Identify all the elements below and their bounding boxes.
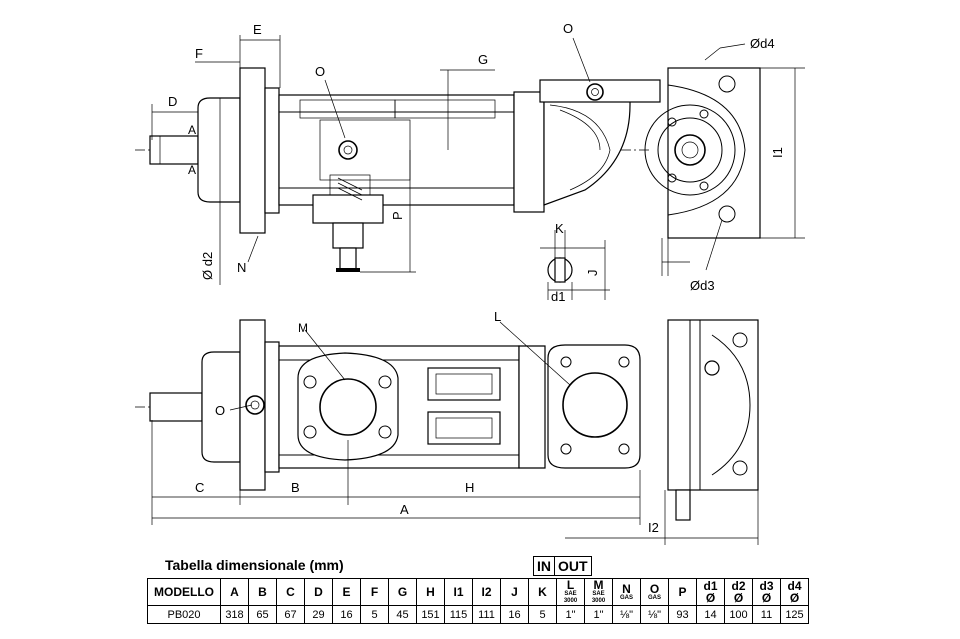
table-cell: 1" (584, 605, 613, 624)
table-header-10: I2 (472, 578, 501, 606)
table-header-12: K (528, 578, 557, 606)
hatching (337, 177, 363, 201)
label-d4: Ød4 (750, 36, 775, 51)
label-d3: Ød3 (690, 278, 715, 293)
in-out-header: IN OUT (533, 556, 592, 576)
label-G: G (478, 52, 488, 67)
table-cell: PB020 (147, 605, 221, 624)
label-A-section-2: A (188, 163, 196, 177)
label-A-section-1: A (188, 123, 196, 137)
table-cell: 11 (752, 605, 781, 624)
label-E: E (253, 22, 262, 37)
table-cell: 318 (220, 605, 249, 624)
table-header-2: B (248, 578, 277, 606)
table-header-3: C (276, 578, 305, 606)
label-F: F (195, 46, 203, 61)
table-header-7: G (388, 578, 417, 606)
label-O-mid: O (315, 64, 325, 79)
table-cell: 29 (304, 605, 333, 624)
label-A-dimension: A (400, 502, 409, 517)
label-C: C (195, 480, 204, 495)
label-B: B (291, 480, 300, 495)
table-cell: 45 (388, 605, 417, 624)
side-view (135, 67, 661, 272)
table-cell: 5 (360, 605, 389, 624)
table-cell: 100 (724, 605, 753, 624)
table-cell: 5 (528, 605, 557, 624)
label-I2: I2 (648, 520, 659, 535)
table-header-1: A (220, 578, 249, 606)
label-I1: I1 (770, 147, 785, 158)
table-cell: ⅛" (640, 605, 669, 624)
label-P: P (390, 211, 405, 220)
dimension-labels: E F G O O O D A A P Ø d2 N K J d1 Ød4 I1… (168, 21, 785, 535)
end-view (644, 67, 761, 276)
table-cell: 67 (276, 605, 305, 624)
table-header-8: H (416, 578, 445, 606)
label-M: M (298, 321, 308, 335)
table-title: Tabella dimensionale (mm) (165, 557, 344, 573)
dimension-lines (151, 35, 805, 545)
key-detail (540, 230, 610, 300)
in-label: IN (533, 556, 555, 576)
table-header-17: P (668, 578, 697, 606)
table-header-5: E (332, 578, 361, 606)
table-header-4: D (304, 578, 333, 606)
label-O-front: O (215, 403, 225, 418)
table-cell: 93 (668, 605, 697, 624)
label-d1: d1 (551, 289, 565, 304)
out-label: OUT (555, 556, 592, 576)
table-header-0: MODELLO (147, 578, 221, 606)
label-K: K (555, 221, 564, 236)
table-cell: ⅛" (612, 605, 641, 624)
table-cell: 16 (332, 605, 361, 624)
label-J: J (585, 270, 600, 277)
table-cell: 65 (248, 605, 277, 624)
table-cell: 14 (696, 605, 725, 624)
table-cell: 1" (556, 605, 585, 624)
table-cell: 151 (416, 605, 445, 624)
technical-drawing: E F G O O O D A A P Ø d2 N K J d1 Ød4 I1… (135, 21, 805, 545)
table-cell: 111 (472, 605, 501, 624)
table-header-11: J (500, 578, 529, 606)
label-O-top: O (563, 21, 573, 36)
label-L: L (494, 309, 501, 324)
table-header-9: I1 (444, 578, 473, 606)
table-header-6: F (360, 578, 389, 606)
table-cell: 125 (780, 605, 809, 624)
table-cell: 115 (444, 605, 473, 624)
table-cell: 16 (500, 605, 529, 624)
plan-view (135, 319, 759, 521)
label-H: H (465, 480, 474, 495)
label-d2: Ø d2 (200, 252, 215, 280)
label-D: D (168, 94, 177, 109)
label-N: N (237, 260, 246, 275)
